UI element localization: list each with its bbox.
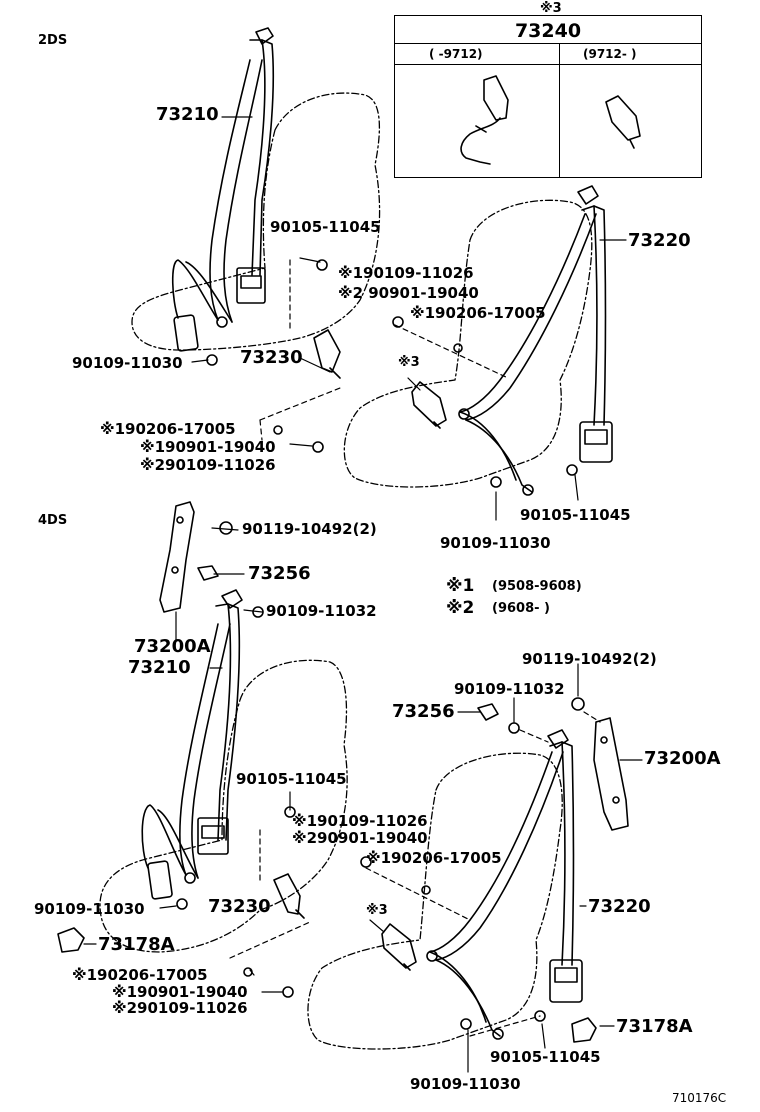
label-2ds-73230: 73230 (240, 347, 303, 368)
label-2ds-90109-11026: ※190109-11026 (338, 264, 474, 282)
label-2ds-73220: 73220 (628, 230, 691, 251)
label-4ds-73200A-right: 73200A (644, 748, 721, 769)
label-2ds-90105-11045: 90105-11045 (270, 218, 381, 236)
label-2ds-90109-11026-lower: ※290109-11026 (140, 456, 276, 474)
label-2ds-90206-17005: ※190206-17005 (410, 304, 546, 322)
inset-divider-vertical (559, 43, 560, 177)
label-4ds-73200A: 73200A (134, 636, 211, 657)
belt-guide-73178A-4ds-left (57, 927, 85, 953)
label-2ds-90109-11030-right: 90109-11030 (440, 534, 551, 552)
leader-lines-4ds-left (83, 527, 311, 993)
belt-guide-73178A-4ds-right (571, 1017, 597, 1043)
anchor-73200A-4ds-right (477, 703, 629, 831)
label-4ds-90119-10492-right: 90119-10492(2) (522, 650, 657, 668)
label-4ds-90109-11030-right: 90109-11030 (410, 1075, 521, 1093)
label-2ds-90109-11030: 90109-11030 (72, 354, 183, 372)
note-1-range: (9508-9608) (492, 579, 582, 594)
seat-outline-2ds-left (131, 92, 381, 351)
label-4ds-73210: 73210 (128, 657, 191, 678)
label-4ds-90206-17005-lower: ※190206-17005 (72, 966, 208, 984)
label-4ds-mark3: ※3 (366, 903, 388, 918)
label-4ds-90109-11032: 90109-11032 (266, 602, 377, 620)
leader-lines-2ds-right (394, 239, 627, 521)
buckle-73230-4ds (273, 873, 305, 919)
label-4ds-73256-right: 73256 (392, 701, 455, 722)
inset-divider-top (395, 43, 701, 44)
leader-lines-2ds-left (191, 116, 341, 447)
label-2ds-90901-19040: ※2 90901-19040 (338, 284, 479, 302)
label-4ds-90109-11026-lower: ※290109-11026 (112, 999, 248, 1017)
label-4ds-73230: 73230 (208, 896, 271, 917)
inset-divider-mid (395, 64, 701, 65)
section-title-4ds: 4DS (38, 513, 68, 528)
label-4ds-90901-19040: ※290901-19040 (292, 829, 428, 847)
inset-mark: ※3 (540, 1, 562, 16)
buckle-73240-4ds (381, 923, 417, 971)
belt-73220-4ds (426, 729, 583, 1040)
label-4ds-90109-11030: 90109-11030 (34, 900, 145, 918)
note-2-mark: ※2 (446, 598, 475, 618)
inset-col-left-range: ( -9712) (429, 47, 483, 61)
label-2ds-73210: 73210 (156, 104, 219, 125)
inset-buckle-drawings (460, 75, 641, 165)
anchor-73200A-4ds-left (159, 501, 219, 613)
label-4ds-73220: 73220 (588, 896, 651, 917)
label-4ds-90105-11045-right: 90105-11045 (490, 1048, 601, 1066)
label-2ds-mark3: ※3 (398, 355, 420, 370)
note-1-mark: ※1 (446, 576, 475, 596)
diagram-code: 710176C (672, 1091, 727, 1105)
belt-73210-2ds (171, 27, 275, 352)
seat-outline-4ds-left (99, 659, 348, 953)
inset-box-73240: 73240 ( -9712) (9712- ) (394, 15, 702, 178)
label-4ds-90105-11045: 90105-11045 (236, 770, 347, 788)
label-4ds-73178A: 73178A (98, 934, 175, 955)
label-2ds-90105-11045-right: 90105-11045 (520, 506, 631, 524)
fasteners-4ds-right (360, 697, 585, 1030)
fasteners-2ds-left (206, 259, 328, 453)
section-title-2ds: 2DS (38, 33, 68, 48)
buckle-73230-2ds (313, 329, 341, 379)
fasteners-4ds-left (176, 521, 296, 998)
belt-73210-4ds (141, 589, 243, 900)
note-2-range: (9608- ) (492, 601, 550, 616)
inset-col-right-range: (9712- ) (583, 47, 637, 61)
label-4ds-90901-19040-lower: ※190901-19040 (112, 983, 248, 1001)
belt-73220-2ds (458, 185, 613, 496)
label-4ds-73178A-right: 73178A (616, 1016, 693, 1037)
label-2ds-90206-17005-lower: ※190206-17005 (100, 420, 236, 438)
buckle-73240-2ds (411, 381, 447, 429)
label-4ds-90119-10492: 90119-10492(2) (242, 520, 377, 538)
label-2ds-90901-19040-lower: ※190901-19040 (140, 438, 276, 456)
inset-part-number: 73240 (514, 20, 582, 42)
label-4ds-90206-17005: ※190206-17005 (366, 849, 502, 867)
label-4ds-90109-11026: ※190109-11026 (292, 812, 428, 830)
label-4ds-90109-11032-right: 90109-11032 (454, 680, 565, 698)
seat-outline-2ds-right (343, 199, 593, 488)
label-4ds-73256: 73256 (248, 563, 311, 584)
fasteners-2ds-right (392, 316, 578, 488)
leader-lines-4ds-right (365, 663, 643, 1073)
